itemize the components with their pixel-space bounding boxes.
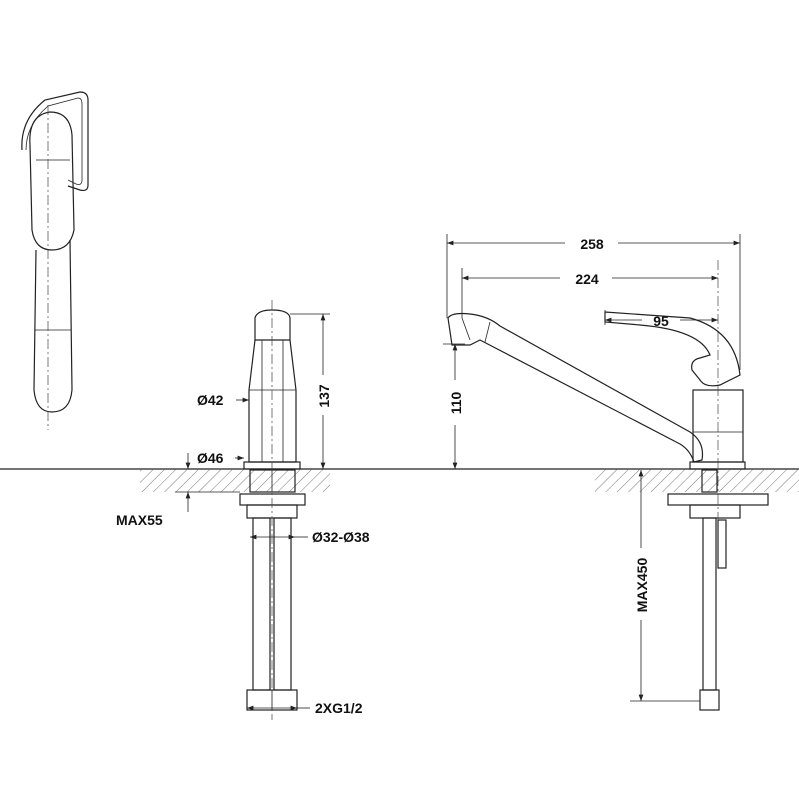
dim-max-thickness: MAX55	[116, 512, 163, 528]
dim-spout-height: 110	[448, 391, 464, 414]
side-dimensions: 258 224 95 110 MAX450	[443, 234, 741, 702]
dim-hole-diameter: Ø32-Ø38	[312, 529, 370, 545]
plan-view	[21, 91, 89, 430]
countertop-hatch-right	[595, 469, 799, 492]
dim-height-137: 137	[316, 384, 332, 408]
side-view	[447, 260, 769, 711]
dim-overall-length: 258	[580, 236, 604, 252]
front-dimensions: 137 Ø42 Ø46 MAX55 Ø32-Ø38 2XG1/2	[116, 313, 370, 716]
countertop-hatch-left	[140, 469, 330, 492]
dim-body-diameter: Ø42	[197, 392, 224, 408]
dim-base-diameter: Ø46	[197, 450, 224, 466]
dim-connection: 2XG1/2	[315, 700, 363, 716]
dim-handle-length: 95	[653, 313, 669, 329]
dim-spout-reach: 224	[575, 271, 599, 287]
dim-hose-length: MAX450	[634, 558, 650, 613]
front-view	[239, 300, 306, 720]
